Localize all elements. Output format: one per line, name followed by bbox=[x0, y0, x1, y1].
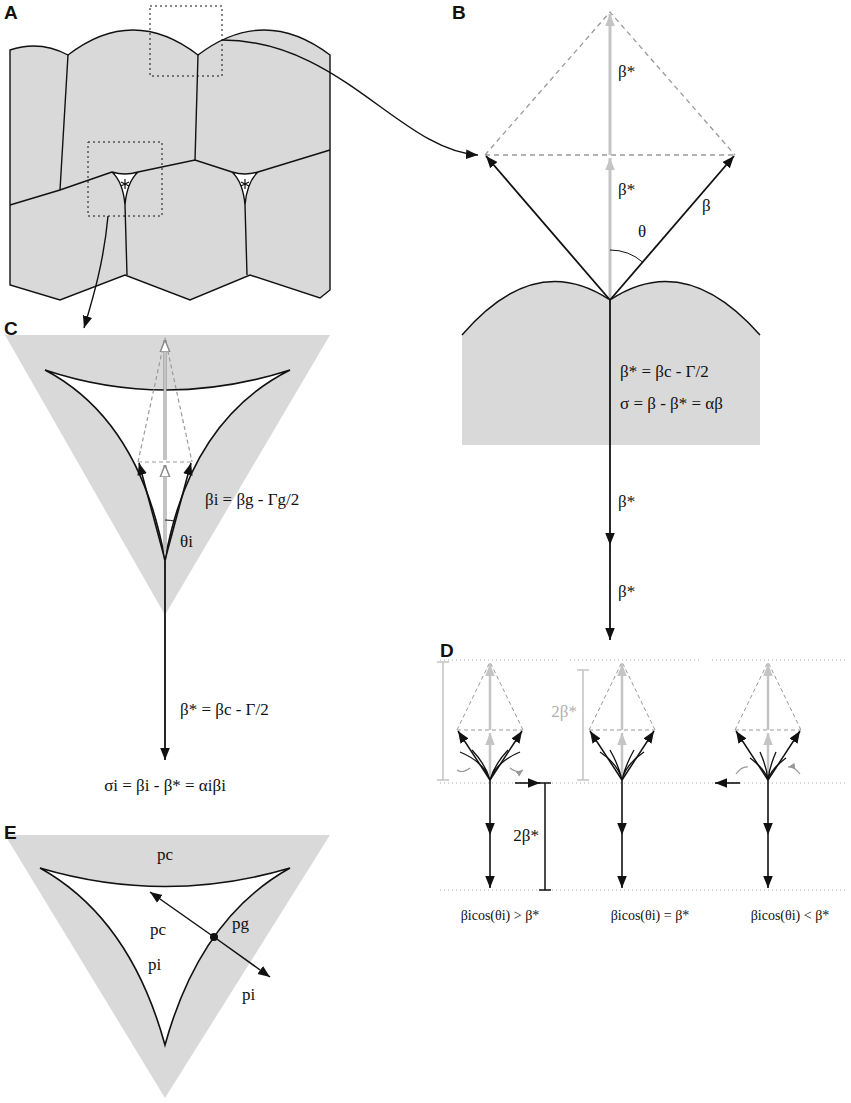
math-label: β* bbox=[618, 62, 635, 82]
math-label: βicos(θi) = β* bbox=[611, 908, 690, 924]
mini-junction bbox=[589, 662, 655, 888]
math-label: β* = βc - Γ/2 bbox=[620, 362, 709, 382]
math-label: β* bbox=[618, 180, 635, 200]
asterisk-mark bbox=[121, 179, 249, 189]
zoom-box bbox=[150, 6, 222, 76]
tissue-sketch bbox=[10, 30, 330, 300]
math-label: pi bbox=[242, 985, 255, 1005]
math-label: pc bbox=[150, 920, 166, 940]
panel-letter: A bbox=[4, 2, 18, 24]
math-label: β bbox=[702, 196, 711, 216]
math-label: βicos(θi) < β* bbox=[751, 908, 830, 924]
math-label: θi bbox=[180, 532, 193, 552]
zoom-arrow bbox=[222, 40, 478, 155]
balance-panels bbox=[437, 660, 848, 890]
math-label: σ = β - β* = αβ bbox=[620, 394, 723, 414]
math-label: β* bbox=[618, 582, 635, 602]
math-label: pc bbox=[157, 845, 173, 865]
panel-letter: B bbox=[452, 2, 466, 24]
math-label: 2β* bbox=[513, 826, 539, 846]
pressure-sketch bbox=[5, 835, 330, 1098]
panel-letter: C bbox=[4, 318, 18, 340]
math-label: σi = βi - β* = αiβi bbox=[104, 776, 226, 796]
junction-c bbox=[5, 335, 330, 760]
zoom-box bbox=[88, 142, 162, 216]
math-label: βi = βg - Γg/2 bbox=[205, 490, 299, 510]
mini-junction bbox=[735, 662, 801, 888]
panel-letter: D bbox=[440, 640, 454, 662]
zoom-arrow bbox=[84, 216, 108, 328]
junction-b bbox=[462, 12, 760, 640]
math-label: βicos(θi) > β* bbox=[461, 908, 540, 924]
math-label: β* bbox=[618, 492, 635, 512]
math-label: pi bbox=[148, 955, 161, 975]
panel-letter: E bbox=[4, 822, 17, 844]
math-label: 2β* bbox=[551, 702, 577, 722]
math-label: β* = βc - Γ/2 bbox=[180, 700, 269, 720]
mini-junction bbox=[457, 662, 523, 888]
math-label: θ bbox=[638, 222, 646, 242]
math-label: pg bbox=[232, 914, 249, 934]
